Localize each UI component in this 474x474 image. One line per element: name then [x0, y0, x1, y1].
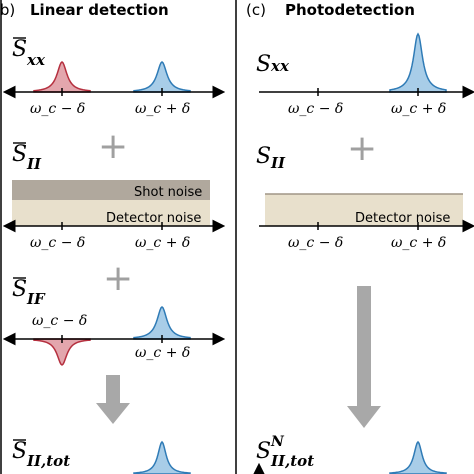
- b-sxx-red-peak: [33, 61, 91, 93]
- c-sxx-tick-label-left: ω_c − δ: [288, 101, 343, 117]
- b-detector-noise-band: [12, 200, 210, 226]
- svg-text:S: S: [12, 37, 27, 62]
- b-detector-noise-label: Detector noise: [106, 211, 201, 226]
- c-sxx-symbol: S xx: [256, 52, 290, 77]
- svg-text:S: S: [256, 439, 271, 464]
- svg-text:II,tot: II,tot: [270, 452, 314, 470]
- b-sii-tick-label-right: ω_c + δ: [135, 235, 190, 251]
- b-tot-blue-peak: [133, 440, 191, 474]
- b-plus-1: +: [98, 126, 128, 167]
- c-detector-noise-band: [265, 194, 463, 226]
- c-plus-1: +: [347, 128, 377, 169]
- c-sxx-tick-label-right: ω_c + δ: [391, 101, 446, 117]
- b-sif-red-dip: [33, 338, 91, 366]
- b-sii-tick-label-left: ω_c − δ: [30, 235, 85, 251]
- b-sif-tick-label-right: ω_c + δ: [135, 345, 190, 361]
- svg-text:S: S: [12, 142, 27, 167]
- b-tot-symbol: S II,tot: [12, 439, 70, 470]
- c-sii-tick-label-right: ω_c + δ: [391, 235, 446, 251]
- svg-text:S: S: [256, 144, 271, 169]
- svg-text:II,tot: II,tot: [26, 452, 70, 470]
- svg-text:S: S: [12, 439, 27, 464]
- b-sif-tick-label-left: ω_c − δ: [32, 313, 87, 329]
- svg-text:xx: xx: [26, 51, 46, 69]
- c-sii-symbol: S II: [256, 144, 286, 172]
- b-shot-noise-band: [12, 180, 210, 200]
- c-tot-symbol: S N II,tot: [256, 434, 314, 470]
- b-sxx-blue-peak: [133, 61, 191, 93]
- panel-b-title: Linear detection: [30, 1, 169, 19]
- panel-c-title: Photodetection: [285, 1, 415, 19]
- b-sxx-tick-label-right: ω_c + δ: [135, 101, 190, 117]
- b-sif-blue-peak: [133, 306, 191, 340]
- panel-b-label: (b): [0, 1, 15, 19]
- b-sxx-tick-label-left: ω_c − δ: [30, 101, 85, 117]
- b-sif-symbol: S IF: [12, 277, 46, 308]
- svg-text:IF: IF: [26, 290, 46, 308]
- b-shot-noise-label: Shot noise: [134, 185, 202, 200]
- b-sii-symbol: S II: [12, 142, 42, 173]
- b-sxx-symbol: S xx: [12, 37, 46, 69]
- c-sxx-blue-peak: [389, 32, 447, 93]
- svg-text:S: S: [256, 52, 271, 77]
- panel-c-label: (c): [246, 1, 266, 19]
- b-plus-2: +: [103, 258, 133, 299]
- c-down-arrow: [347, 286, 381, 428]
- svg-text:II: II: [270, 154, 286, 172]
- svg-text:II: II: [26, 155, 42, 173]
- c-detector-noise-label: Detector noise: [355, 211, 450, 226]
- c-tot-blue-peak: [389, 440, 447, 474]
- svg-text:xx: xx: [270, 57, 290, 75]
- b-down-arrow: [96, 375, 130, 424]
- c-sii-tick-label-left: ω_c − δ: [288, 235, 343, 251]
- svg-text:N: N: [270, 434, 285, 450]
- svg-text:S: S: [12, 277, 27, 302]
